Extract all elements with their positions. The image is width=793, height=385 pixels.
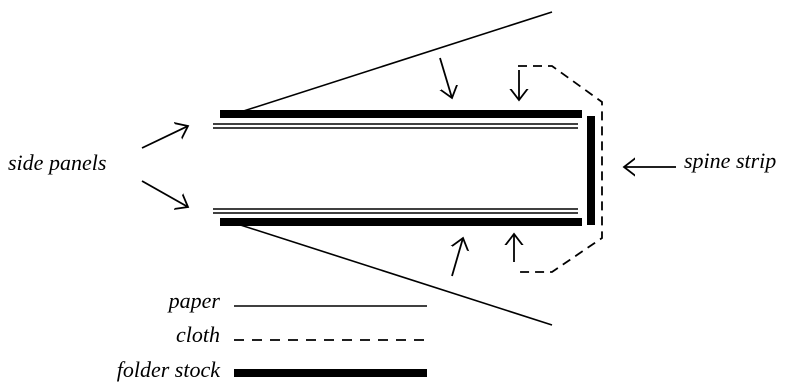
legend-label-folder-stock: folder stock (117, 357, 221, 382)
paper-side-panel-top (213, 11, 578, 129)
legend: paper cloth folder stock (117, 288, 427, 382)
arrow-side-panels-bottom (141, 180, 188, 207)
legend-swatch-folder-stock (234, 369, 427, 377)
paper-side-panel-bottom (213, 208, 578, 326)
legend-label-cloth: cloth (176, 322, 220, 347)
spine-strip-label: spine strip (684, 148, 776, 173)
folder-stock-bottom (220, 218, 582, 226)
arrow-up-panel (452, 238, 463, 277)
folder-stock-spine (587, 116, 595, 225)
arrow-down-panel (440, 57, 452, 98)
arrow-side-panels-top (141, 126, 188, 149)
folder-stock (220, 110, 595, 226)
folder-stock-top (220, 110, 582, 118)
side-panels-label: side panels (8, 150, 106, 175)
legend-label-paper: paper (167, 288, 221, 313)
assembly-arrows (141, 57, 676, 277)
